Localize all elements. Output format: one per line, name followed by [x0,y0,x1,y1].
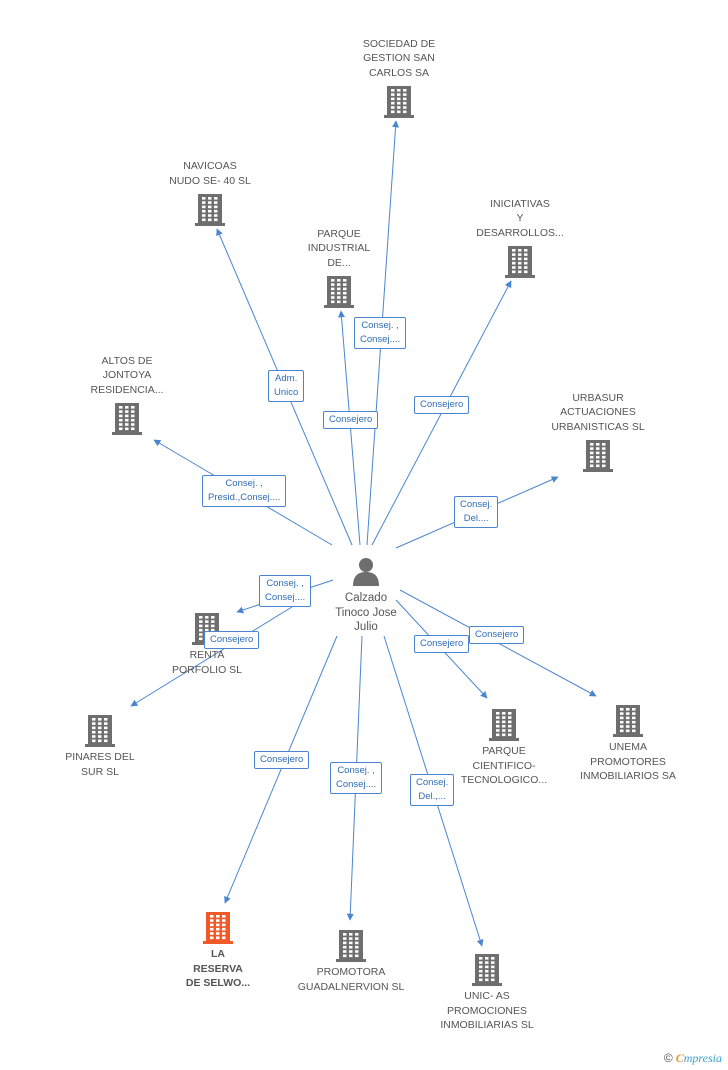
edge-label-unic[interactable]: Consej. Del.,... [410,774,455,806]
company-name: UNEMA PROMOTORES INMOBILIARIOS SA [580,741,676,782]
company-node-urbasur[interactable]: URBASUR ACTUACIONES URBANISTICAS SL [538,391,658,472]
edge-label-parque-cientifico[interactable]: Consejero [414,635,470,653]
company-name: NAVICOAS NUDO SE- 40 SL [169,160,251,187]
edge-label-promotora[interactable]: Consej. , Consej.... [330,762,383,794]
company-node-promotora[interactable]: PROMOTORA GUADALNERVION SL [286,928,416,994]
company-name: LA RESERVA DE SELWO... [185,948,251,989]
company-name: UNIC- AS PROMOCIONES INMOBILIARIAS SL [440,990,534,1031]
building-icon [384,86,414,118]
company-node-unic[interactable]: UNIC- AS PROMOCIONES INMOBILIARIAS SL [422,952,552,1033]
company-name: URBASUR ACTUACIONES URBANISTICAS SL [551,391,645,433]
company-name: PINARES DEL SUR SL [65,751,135,778]
company-node-iniciativas[interactable]: INICIATIVAS Y DESARROLLOS... [465,197,575,278]
building-icon [195,194,225,226]
copyright-symbol: © [663,1051,673,1065]
building-icon [489,709,519,741]
person-name: Calzado Tinoco Jose Julio [335,592,397,633]
company-node-altos[interactable]: ALTOS DE JONTOYA RESIDENCIA... [72,354,182,435]
edge-label-urbasur[interactable]: Consej. Del.... [454,496,499,528]
watermark: © Cmpresia [664,1051,722,1066]
edge-label-sociedad[interactable]: Consej. , Consej.... [354,317,407,349]
company-node-navicoas[interactable]: NAVICOAS NUDO SE- 40 SL [155,159,265,226]
company-name: PROMOTORA GUADALNERVION SL [297,966,405,993]
edge-label-la-reserva[interactable]: Consejero [254,751,310,769]
edge-label-parque-industrial[interactable]: Consejero [323,411,379,429]
building-icon [472,954,502,986]
building-icon [583,440,613,472]
building-icon [324,276,354,308]
building-icon [203,912,233,944]
person-node[interactable] [330,556,402,586]
company-node-unema[interactable]: UNEMA PROMOTORES INMOBILIARIOS SA [568,703,688,784]
company-node-parque-cientifico[interactable]: PARQUE CIENTIFICO- TECNOLOGICO... [449,707,559,788]
company-node-sociedad[interactable]: SOCIEDAD DE GESTION SAN CARLOS SA [344,37,454,118]
company-name: PARQUE INDUSTRIAL DE... [307,227,371,269]
company-name: ALTOS DE JONTOYA RESIDENCIA... [90,354,164,396]
edge-la-reserva [224,635,338,904]
company-name: SOCIEDAD DE GESTION SAN CARLOS SA [362,37,436,79]
edge-label-unema[interactable]: Consejero [469,626,525,644]
edge-label-renta[interactable]: Consej. , Consej.... [259,575,312,607]
building-icon [336,930,366,962]
brand-name: mpresia [683,1051,722,1065]
company-name: RENTA PORFOLIO SL [171,649,243,676]
building-icon [112,403,142,435]
company-node-pinares[interactable]: PINARES DEL SUR SL [50,713,150,779]
building-icon [505,246,535,278]
edge-label-navicoas[interactable]: Adm. Unico [268,370,305,402]
edge-label-pinares[interactable]: Consejero [204,631,260,649]
edge-pinares [130,601,301,707]
company-name: PARQUE CIENTIFICO- TECNOLOGICO... [460,745,548,786]
building-icon [85,715,115,747]
edge-label-altos[interactable]: Consej. , Presid.,Consej.... [202,475,287,507]
company-node-parque-industrial[interactable]: PARQUE INDUSTRIAL DE... [294,227,384,308]
building-icon [613,705,643,737]
brand-initial: C [675,1051,684,1065]
edge-label-iniciativas[interactable]: Consejero [414,396,470,414]
company-name: INICIATIVAS Y DESARROLLOS... [476,197,564,239]
person-icon [353,558,379,586]
company-node-la-reserva[interactable]: LA RESERVA DE SELWO... [173,910,263,991]
